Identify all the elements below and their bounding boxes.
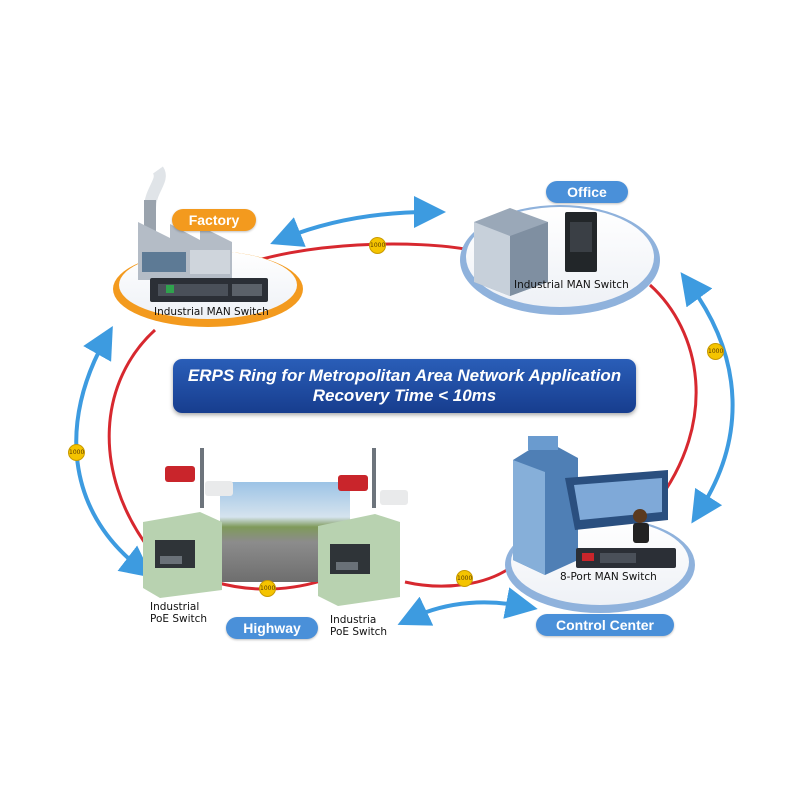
- title-line-1: ERPS Ring for Metropolitan Area Network …: [187, 366, 622, 385]
- control-switch-icon: [576, 548, 676, 568]
- arrow-right: [680, 272, 735, 524]
- office-switch-caption: Industrial MAN Switch: [514, 279, 629, 291]
- highway-site: [143, 448, 408, 606]
- arrow-left: [74, 326, 153, 578]
- highway-left-caption-1: Industrial: [150, 601, 200, 613]
- ring-link-left: [107, 328, 157, 551]
- link-speed-left: 1000: [68, 444, 85, 461]
- camera-pole-left-icon: [165, 448, 233, 508]
- office-label: Office: [546, 181, 628, 203]
- video-wall-icon: [565, 470, 668, 530]
- camera-pole-right-icon: [338, 448, 408, 508]
- link-speed-top: 1000: [369, 237, 386, 254]
- highway-left-caption-2: PoE Switch: [150, 613, 208, 625]
- cabinet-left-icon: [143, 512, 222, 598]
- control-center-label: Control Center: [536, 614, 674, 636]
- redundancy-arrows: [74, 196, 735, 626]
- factory-switch-caption: Industrial MAN Switch: [154, 306, 269, 318]
- control-switch-caption: 8-Port MAN Switch: [560, 571, 657, 583]
- office-switch-icon: [565, 212, 597, 272]
- factory-switch-icon: [150, 278, 268, 302]
- link-speed-right: 1000: [707, 343, 724, 360]
- factory-building-icon: [138, 166, 232, 280]
- highway-right-caption-1: Industria: [330, 614, 377, 626]
- link-speed-bottom-right: 1000: [456, 570, 473, 587]
- office-site: [460, 205, 660, 315]
- operator-icon: [633, 509, 649, 543]
- title-line-2: Recovery Time < 10ms: [312, 386, 497, 405]
- highway-right-caption-2: PoE Switch: [330, 626, 388, 638]
- arrow-bottom: [397, 587, 538, 626]
- control-tower-icon: [513, 436, 578, 575]
- arrow-top: [270, 196, 446, 247]
- title-banner: ERPS Ring for Metropolitan Area Network …: [173, 359, 636, 413]
- factory-label: Factory: [172, 209, 256, 231]
- control-center-site: [505, 436, 695, 613]
- factory-site: [113, 166, 303, 327]
- cabinet-right-icon: [318, 514, 400, 606]
- highway-label: Highway: [226, 617, 318, 639]
- link-speed-bottom-left: 1000: [259, 580, 276, 597]
- office-building-icon: [474, 208, 548, 296]
